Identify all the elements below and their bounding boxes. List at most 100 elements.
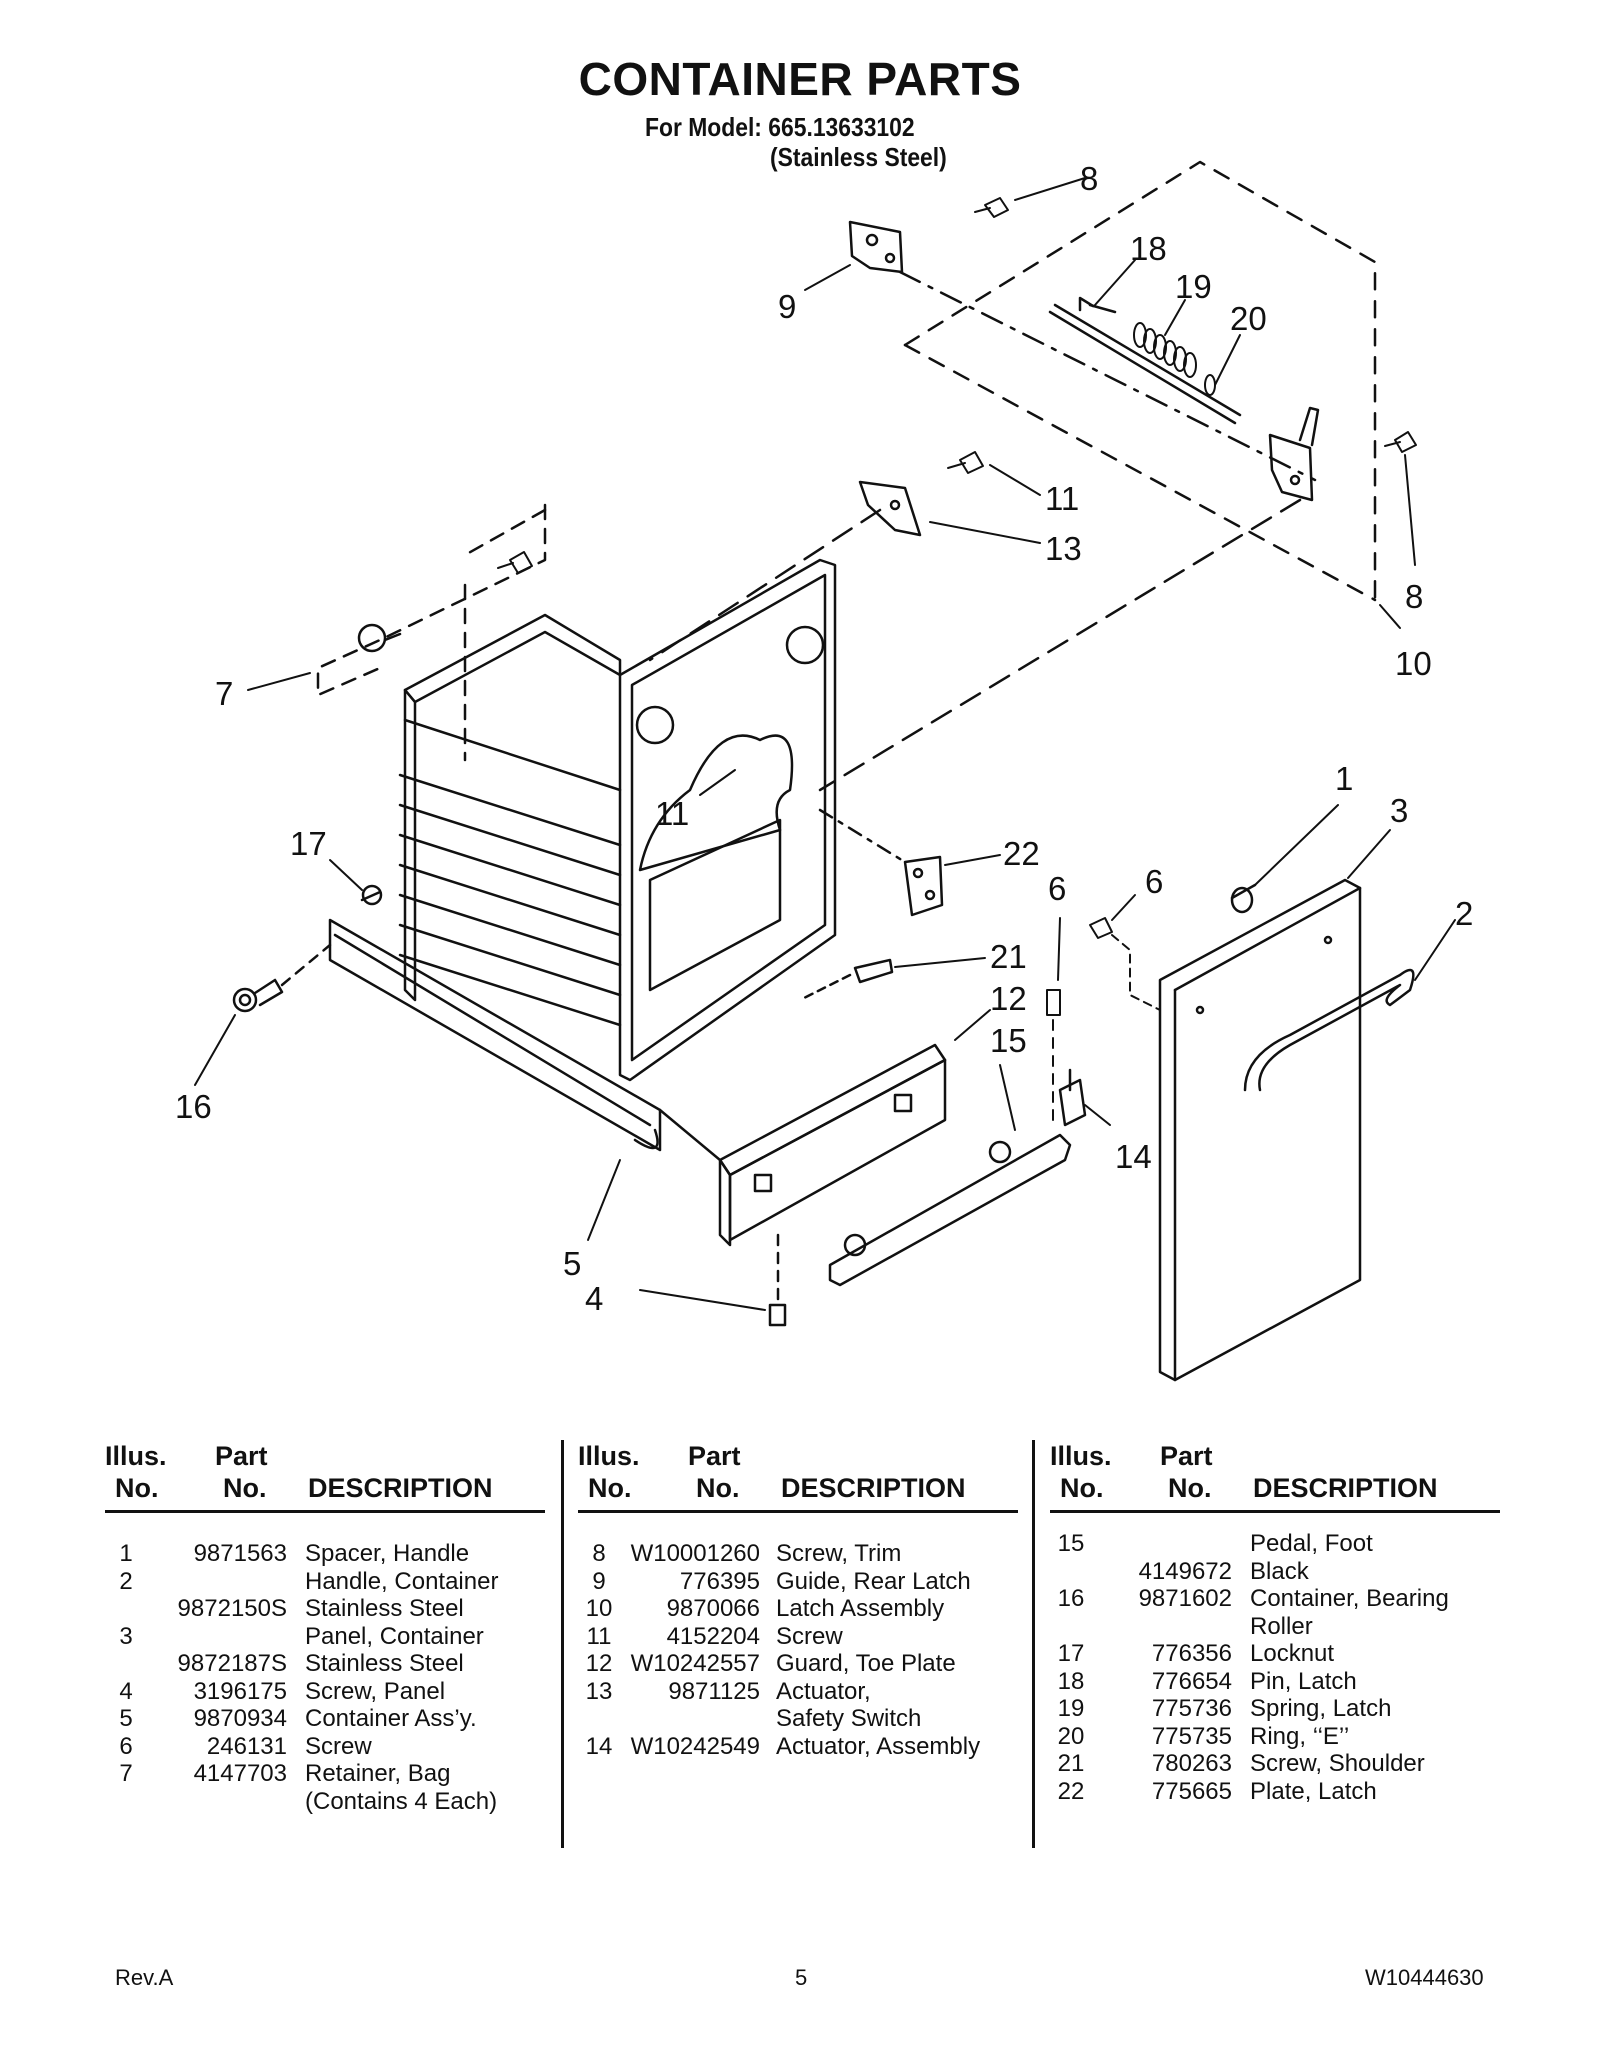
illus-header: Illus. [578,1441,640,1471]
foot-pedal [828,1133,1072,1287]
callout-20: 20 [1230,300,1267,337]
bag-retainer-group [316,503,547,762]
exploded-parts-diagram: 8 9 18 19 20 11 13 8 10 7 11 1 3 17 22 6… [175,160,1473,1382]
part-header: Part [215,1441,268,1471]
page-title: CONTAINER PARTS [578,53,1022,105]
illus-no-header: No. [1060,1473,1104,1503]
column-divider [1032,1440,1035,1848]
e-ring [1204,374,1216,396]
screw-left-of-panel [1089,917,1161,1011]
locknut [360,884,383,906]
callout-11-inner: 11 [655,795,689,832]
bearing-roller [232,978,284,1013]
revision-label: Rev.A [115,1965,174,1990]
illus-no-header: No. [115,1473,159,1503]
callout-5: 5 [563,1245,581,1282]
callout-9: 9 [778,288,796,325]
callout-6-right: 6 [1145,863,1163,900]
toe-plate-guard [658,1043,947,1247]
latch-assembly-outline [903,160,1377,602]
callout-7: 7 [215,675,233,712]
callout-19: 19 [1175,268,1212,305]
part-no-header: No. [223,1473,267,1503]
callout-17: 17 [290,825,327,862]
part-header: Part [1160,1441,1213,1471]
container-handle [1243,968,1415,1092]
latch-plate [903,855,944,917]
callout-22: 22 [1003,835,1040,872]
model-variant: (Stainless Steel) [770,142,947,172]
callout-10: 10 [1395,645,1432,682]
bag-retainer [357,623,402,653]
table-row: (Contains 4 Each) [305,1787,498,1815]
screw-center [1046,989,1061,1121]
panel-screw [768,1233,787,1327]
callout-6-center: 6 [1048,870,1066,907]
screw-upper [947,451,984,474]
latch-pin-rod [1048,296,1242,425]
callout-2: 2 [1455,895,1473,932]
part-no-header: No. [1168,1473,1212,1503]
callout-8-right: 8 [1405,578,1423,615]
trim-screw-right [1384,431,1417,453]
callout-16: 16 [175,1088,212,1125]
container-panel [1158,878,1362,1382]
callout-11-top: 11 [1045,480,1079,517]
illus-header: Illus. [1050,1441,1112,1471]
safety-switch-actuator [858,480,922,537]
callout-21: 21 [990,938,1027,975]
callout-14: 14 [1115,1138,1152,1175]
trim-screw-top [974,197,1009,218]
latch-to-plate-line [818,498,1302,792]
description-header: DESCRIPTION [781,1473,966,1503]
callout-8-top: 8 [1080,160,1098,197]
callout-4: 4 [585,1280,603,1317]
rear-latch-guide [848,220,904,274]
callout-18: 18 [1130,230,1167,267]
handle-spacer [1230,883,1257,914]
description-header: DESCRIPTION [308,1473,493,1503]
callout-12: 12 [990,980,1027,1017]
part-header: Part [688,1441,741,1471]
callout-labels: 8 9 18 19 20 11 13 8 10 7 11 1 3 17 22 6… [175,160,1473,1317]
illus-no-header: No. [588,1473,632,1503]
callout-leaders [194,177,1456,1311]
document-id: W10444630 [1365,1965,1484,1990]
column-divider [561,1440,564,1848]
callout-13: 13 [1045,530,1082,567]
shoulder-screw [798,958,894,1002]
model-number: For Model: 665.13633102 [645,112,915,142]
retainer-screw [497,551,533,574]
description-header: DESCRIPTION [1253,1473,1438,1503]
latch-bracket [1268,406,1320,502]
callout-15: 15 [990,1022,1027,1059]
guide-line [898,270,1317,482]
